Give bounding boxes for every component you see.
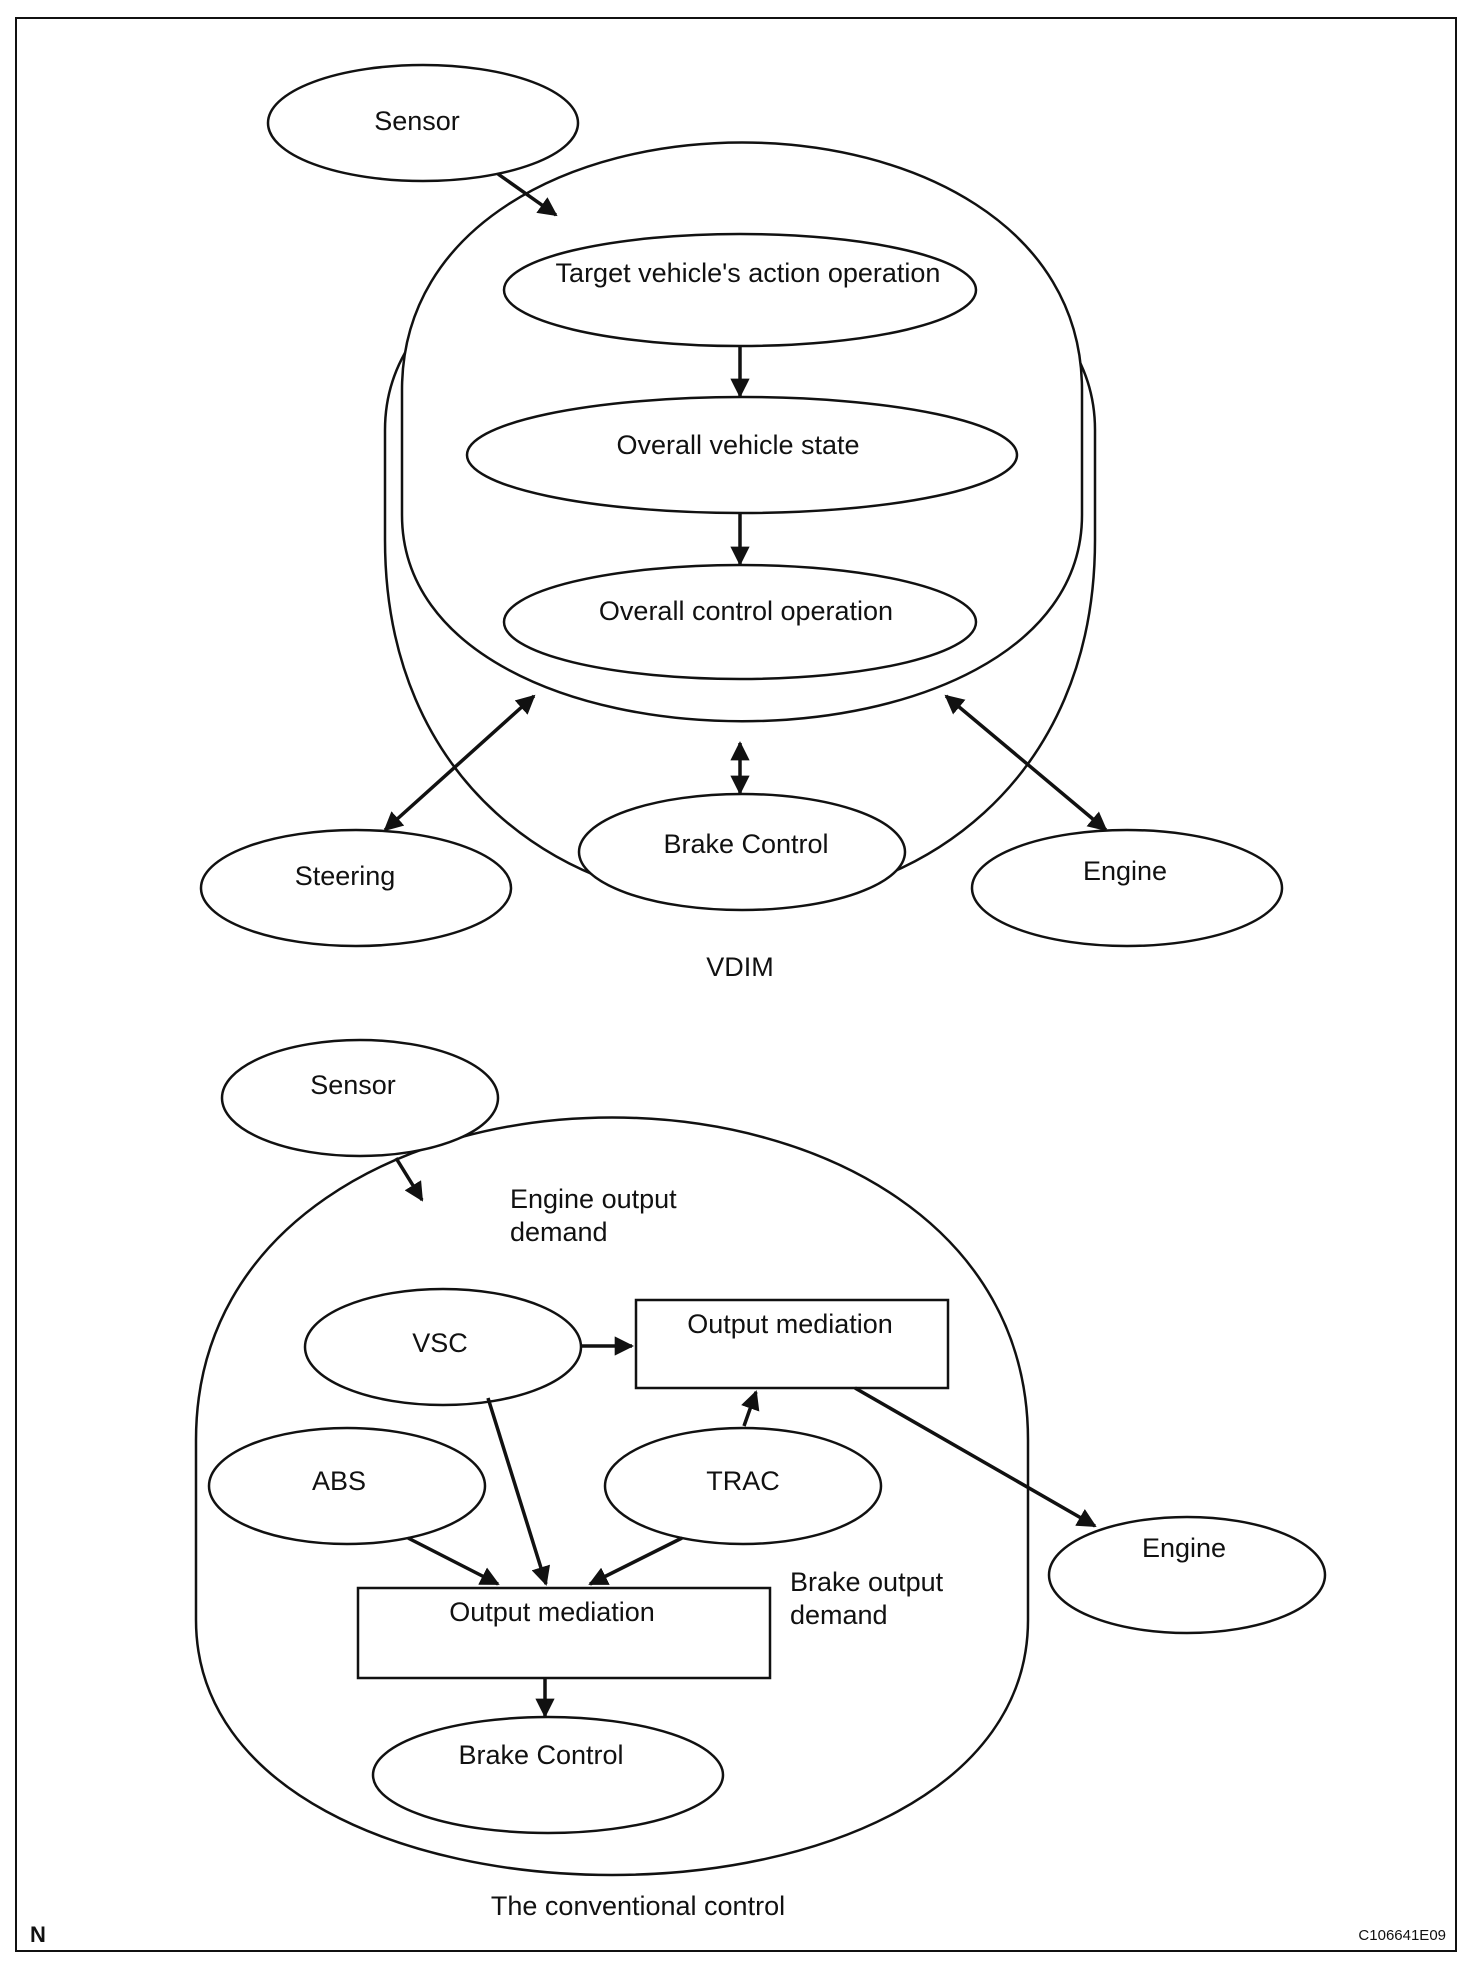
vdim-target-action-label: Target vehicle's action operation (556, 258, 941, 288)
conv-brake-control-node (371, 1715, 725, 1835)
conv-abs-node (207, 1426, 487, 1546)
arrow-abs-to-brake-mediation (407, 1536, 500, 1586)
vdim-target-action-node (502, 232, 978, 348)
conv-output-mediation-engine-label: Output mediation (687, 1309, 893, 1339)
vdim-caption: VDIM (706, 952, 774, 982)
arrow-trac-to-engine-mediation (741, 1390, 760, 1427)
conv-trac-label: TRAC (706, 1466, 780, 1496)
conventional-diagram: Sensor Engine output demand VSC Output m… (194, 1038, 1327, 1921)
engine-output-demand-line1: Engine output (510, 1184, 677, 1214)
arrow-vdim-steering (383, 694, 536, 832)
figure-code: C106641E09 (1358, 1927, 1446, 1944)
conv-vsc-label: VSC (412, 1328, 468, 1358)
engine-output-demand-line2: demand (510, 1217, 608, 1247)
conv-sensor-label: Sensor (310, 1070, 396, 1100)
vdim-brake-control-label: Brake Control (663, 829, 828, 859)
conv-engine-node (1047, 1515, 1327, 1635)
conv-output-mediation-brake-label: Output mediation (449, 1597, 655, 1627)
arrow-vdim-engine (944, 694, 1108, 832)
vdim-engine-label: Engine (1083, 856, 1167, 886)
conv-brake-control-label: Brake Control (458, 1740, 623, 1770)
vdim-sensor-label: Sensor (374, 106, 460, 136)
arrow-sensor-to-vdim (496, 172, 558, 217)
vdim-overall-control-label: Overall control operation (599, 596, 893, 626)
arrow-conv-sensor (394, 1157, 424, 1202)
conv-output-mediation-engine-box (634, 1298, 950, 1390)
corner-mark: N (30, 1922, 46, 1947)
arrow-vsc-to-brake-mediation (486, 1397, 551, 1586)
arrow-trac-to-brake-mediation (588, 1536, 683, 1586)
arrow-mediation-to-engine (854, 1386, 1097, 1528)
vdim-diagram: Sensor Target vehicle's action operation… (199, 63, 1284, 982)
conv-sensor-node (220, 1038, 500, 1158)
brake-output-demand-line2: demand (790, 1600, 888, 1630)
conventional-caption: The conventional control (491, 1891, 785, 1921)
vdim-steering-label: Steering (295, 861, 396, 891)
conv-abs-label: ABS (312, 1466, 366, 1496)
vdim-engine-node (970, 828, 1284, 948)
brake-output-demand-line1: Brake output (790, 1567, 944, 1597)
vdim-overall-state-label: Overall vehicle state (616, 430, 859, 460)
vdim-steering-node (199, 828, 513, 948)
conv-engine-label: Engine (1142, 1533, 1226, 1563)
conv-output-mediation-brake-box (356, 1586, 772, 1680)
conv-trac-node (603, 1426, 883, 1546)
vdim-sensor-node (266, 63, 580, 183)
page-border (15, 17, 1457, 1952)
